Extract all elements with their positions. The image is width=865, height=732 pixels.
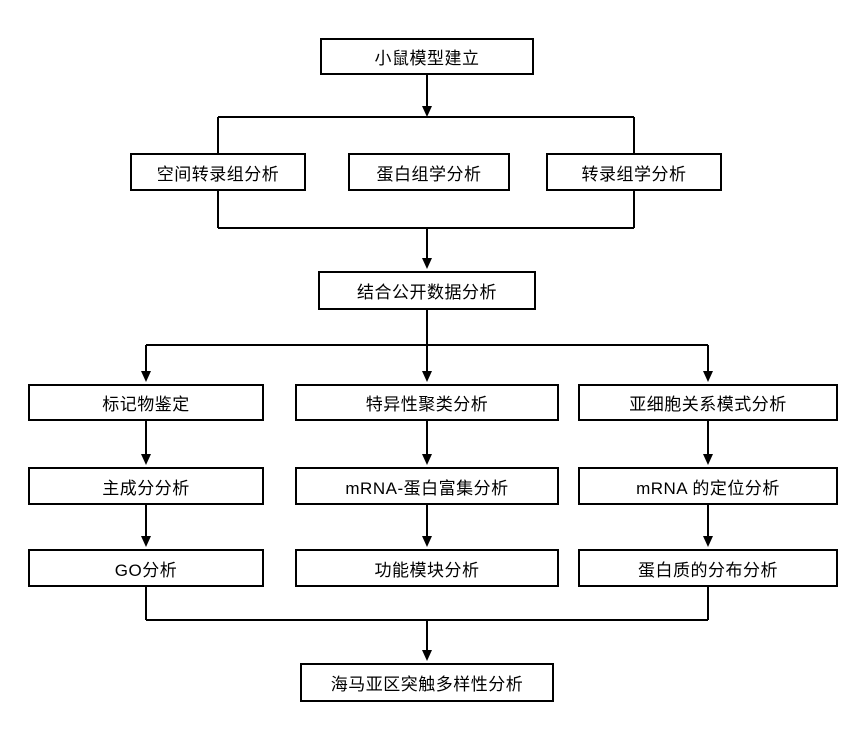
node-public-data-analysis: 结合公开数据分析 — [318, 271, 536, 310]
node-functional-module-analysis: 功能模块分析 — [295, 549, 559, 587]
arrowhead-to-col1-row5 — [141, 454, 151, 465]
node-subcellular-relationship-pattern-analysis: 亚细胞关系模式分析 — [578, 384, 838, 421]
node-transcriptomics-analysis: 转录组学分析 — [546, 153, 722, 191]
node-spatial-transcriptome-analysis: 空间转录组分析 — [130, 153, 306, 191]
arrowheads — [141, 106, 713, 661]
arrowhead-to-col3-row4 — [703, 371, 713, 382]
node-mrna-localization-analysis: mRNA 的定位分析 — [578, 467, 838, 505]
arrowhead-to-col3-row6 — [703, 536, 713, 547]
arrowhead-to-combine — [422, 258, 432, 269]
node-hippocampal-synapse-diversity-analysis: 海马亚区突触多样性分析 — [300, 663, 554, 702]
connector-lines — [145, 75, 709, 652]
node-go-analysis: GO分析 — [28, 549, 264, 587]
node-protein-distribution-analysis: 蛋白质的分布分析 — [578, 549, 838, 587]
arrowhead-to-col1-row6 — [141, 536, 151, 547]
arrowhead-to-split-1 — [422, 106, 432, 117]
node-specific-clustering-analysis: 特异性聚类分析 — [295, 384, 559, 421]
node-marker-identification: 标记物鉴定 — [28, 384, 264, 421]
arrowhead-to-col2-row4 — [422, 371, 432, 382]
arrowhead-to-col1-row4 — [141, 371, 151, 382]
arrowhead-to-final — [422, 650, 432, 661]
arrowhead-to-col3-row5 — [703, 454, 713, 465]
node-mrna-protein-enrichment-analysis: mRNA-蛋白富集分析 — [295, 467, 559, 505]
arrowhead-to-col2-row5 — [422, 454, 432, 465]
arrowhead-to-col2-row6 — [422, 536, 432, 547]
node-mouse-model: 小鼠模型建立 — [320, 38, 534, 75]
node-principal-component-analysis: 主成分分析 — [28, 467, 264, 505]
node-proteomics-analysis: 蛋白组学分析 — [348, 153, 510, 191]
